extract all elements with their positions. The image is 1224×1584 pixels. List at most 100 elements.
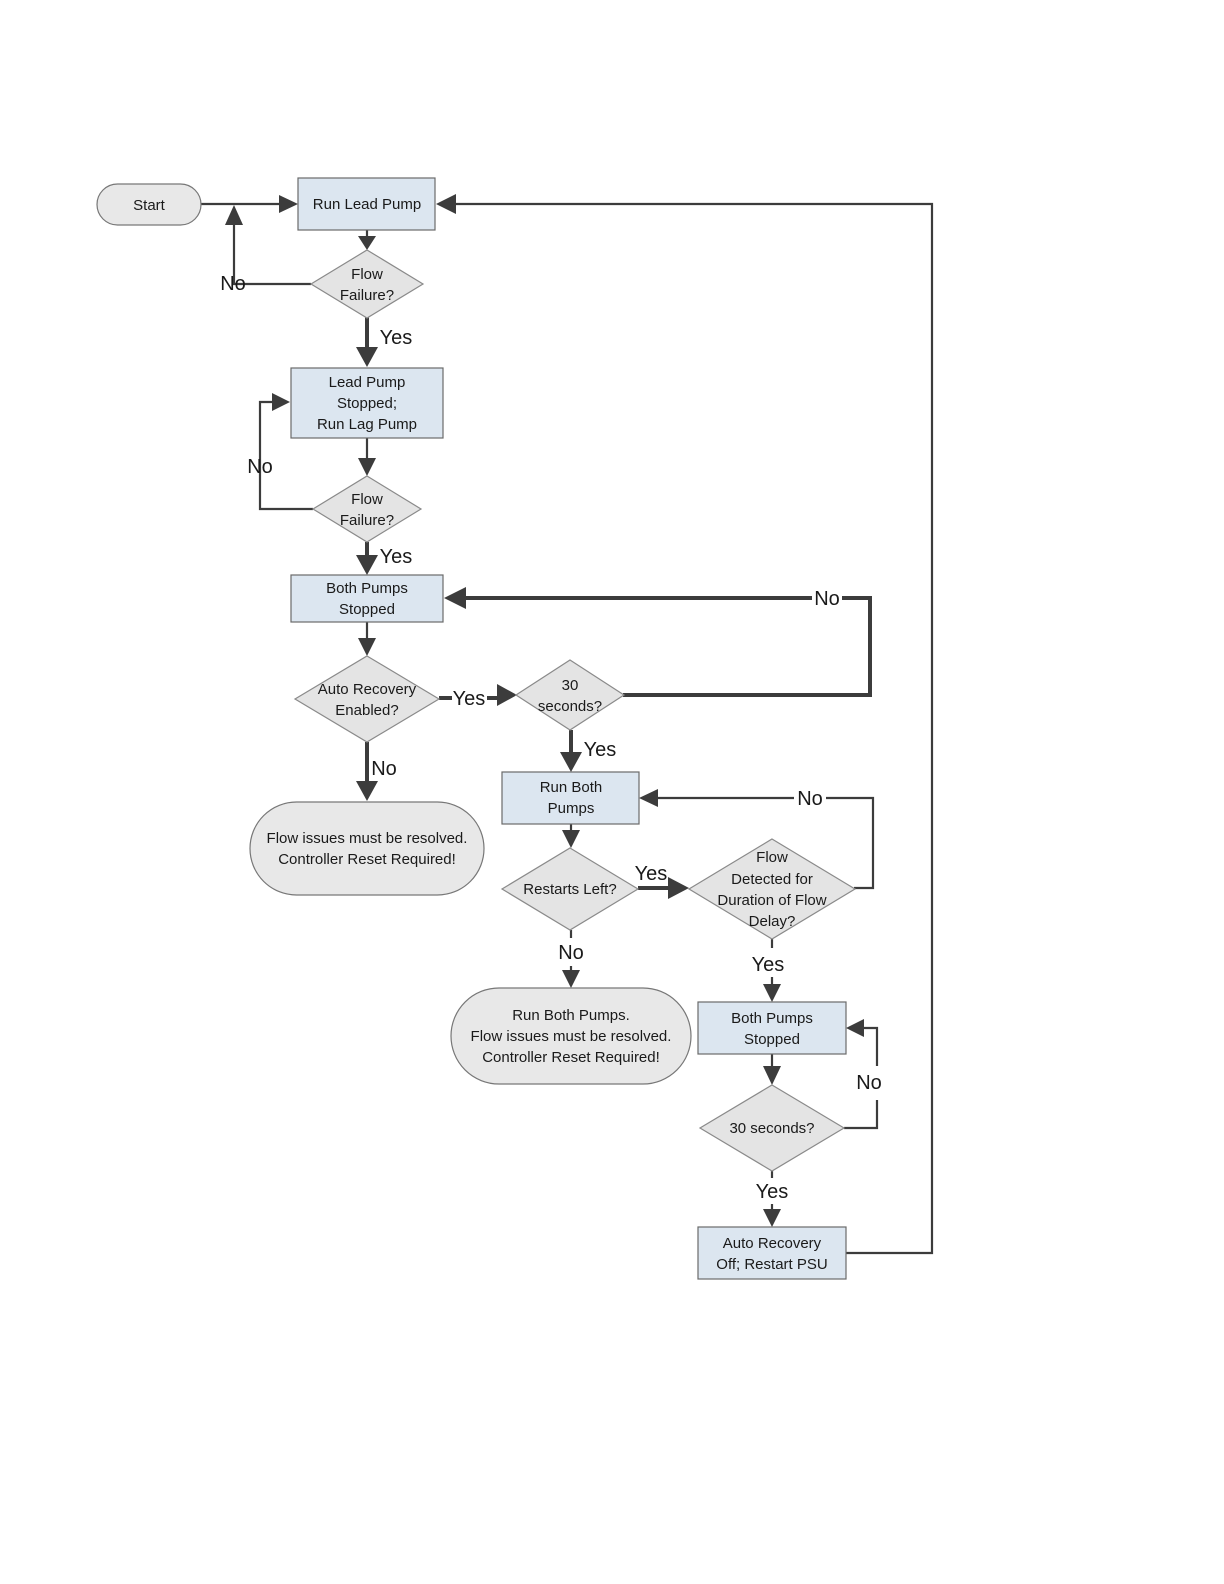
restarts-left-label: Restarts Left? — [523, 881, 616, 898]
both-pumps-stopped-1-line-1: Both Pumps — [326, 580, 408, 597]
arrowhead — [358, 236, 376, 250]
edge-label-ts2-yes: Yes — [756, 1181, 789, 1203]
restarts-left-diamond — [500, 847, 640, 931]
arrowhead — [846, 1019, 864, 1037]
node-auto-recovery-enabled: Auto Recovery Enabled? — [293, 655, 441, 743]
flow-failure-2-line-2: Failure? — [340, 512, 394, 529]
arrowhead — [225, 205, 243, 225]
flow-failure-1-line-2: Failure? — [340, 287, 394, 304]
node-flow-failure-2: Flow Failure? — [311, 475, 423, 543]
edge-label-ts1-yes: Yes — [584, 739, 617, 761]
flow-detected-line-2: Detected for — [731, 871, 813, 888]
both-pumps-stopped-1-box — [290, 574, 444, 623]
arrowhead — [763, 1209, 781, 1227]
run-both-pumps-line-2: Pumps — [548, 800, 595, 817]
run-both-pumps-box — [501, 771, 640, 825]
node-run-both-pumps: Run Both Pumps — [501, 771, 640, 825]
run-lead-pump-label: Run Lead Pump — [313, 196, 421, 213]
resolve-reset-line-2: Controller Reset Required! — [278, 851, 456, 868]
run-both-resolve-reset-line-2: Flow issues must be resolved. — [471, 1028, 672, 1045]
node-restarts-left: Restarts Left? — [500, 847, 640, 931]
flow-detected-line-3: Duration of Flow — [717, 892, 826, 909]
edge-label-fd-no: No — [797, 788, 823, 810]
run-both-resolve-reset-line-1: Run Both Pumps. — [512, 1007, 630, 1024]
edge-ts1-no — [623, 596, 872, 697]
thirty-seconds-2-diamond — [698, 1084, 846, 1172]
run-lead-pump-box — [297, 177, 436, 231]
thirty-seconds-1-line-1: 30 — [562, 677, 579, 694]
start-label: Start — [133, 197, 166, 214]
run-both-resolve-reset-terminal-shape — [450, 987, 692, 1085]
lead-stopped-run-lag-box — [290, 367, 444, 439]
arrowhead — [358, 458, 376, 476]
resolve-reset-terminal-shape — [249, 801, 485, 896]
edge-ff1-no — [232, 224, 311, 286]
auto-recovery-off-line-1: Auto Recovery — [723, 1235, 822, 1252]
edge-label-are-yes: Yes — [453, 688, 486, 710]
auto-recovery-enabled-diamond — [293, 655, 441, 743]
node-thirty-seconds-1: 30 seconds? — [514, 659, 626, 731]
edge-label-rl-yes: Yes — [635, 863, 668, 885]
node-both-pumps-stopped-2: Both Pumps Stopped — [697, 1001, 847, 1055]
arrowhead — [497, 684, 517, 706]
connectors — [201, 194, 934, 1255]
edge-label-are-no: No — [371, 758, 397, 780]
edge-label-ff1-yes: Yes — [380, 327, 413, 349]
arrowhead — [562, 830, 580, 848]
edge-auto-off-loop-back — [455, 202, 934, 1255]
edge-ts2-no-2 — [863, 1026, 879, 1066]
edge-label-ts1-no: No — [814, 588, 840, 610]
arrowhead — [356, 347, 378, 367]
flow-failure-2-line-1: Flow — [351, 491, 383, 508]
arrowhead — [560, 752, 582, 772]
arrowhead — [358, 638, 376, 656]
auto-recovery-enabled-line-2: Enabled? — [335, 702, 398, 719]
edge-ts2-no — [844, 1100, 879, 1130]
lead-stopped-line-3: Run Lag Pump — [317, 416, 417, 433]
node-resolve-reset: Flow issues must be resolved. Controller… — [249, 801, 485, 896]
arrowhead — [356, 781, 378, 801]
arrowhead — [279, 195, 298, 213]
arrowhead — [356, 555, 378, 575]
thirty-seconds-1-diamond — [514, 659, 626, 731]
node-lead-stopped-run-lag: Lead Pump Stopped; Run Lag Pump — [290, 367, 444, 439]
thirty-seconds-2-label: 30 seconds? — [729, 1120, 814, 1137]
node-thirty-seconds-2: 30 seconds? — [698, 1084, 846, 1172]
edge-label-fd-yes: Yes — [752, 954, 785, 976]
arrowhead — [562, 970, 580, 988]
edge-label-ff2-no: No — [247, 456, 273, 478]
arrowhead — [668, 877, 689, 899]
node-start: Start — [96, 183, 202, 226]
auto-recovery-enabled-line-1: Auto Recovery — [318, 681, 417, 698]
both-pumps-stopped-2-line-2: Stopped — [744, 1031, 800, 1048]
arrowhead — [639, 789, 658, 807]
edge-label-ff1-no: No — [220, 273, 246, 295]
run-both-resolve-reset-line-3: Controller Reset Required! — [482, 1049, 660, 1066]
node-run-both-resolve-reset: Run Both Pumps. Flow issues must be reso… — [450, 987, 692, 1085]
resolve-reset-line-1: Flow issues must be resolved. — [267, 830, 468, 847]
edge-labels: No Yes No Yes Yes No No Yes Yes No No Ye… — [220, 273, 882, 1203]
node-run-lead-pump: Run Lead Pump — [297, 177, 436, 231]
edge-label-ff2-yes: Yes — [380, 546, 413, 568]
flow-detected-line-4: Delay? — [749, 913, 796, 930]
node-flow-detected: Flow Detected for Duration of Flow Delay… — [687, 838, 857, 940]
arrowhead — [763, 984, 781, 1002]
node-flow-failure-1: Flow Failure? — [309, 249, 425, 319]
arrowhead — [763, 1066, 781, 1085]
both-pumps-stopped-1-line-2: Stopped — [339, 601, 395, 618]
arrowhead — [444, 587, 466, 609]
start-terminal-shape — [96, 183, 202, 226]
edge-ff2-no — [258, 400, 313, 511]
flow-failure-2-diamond — [311, 475, 423, 543]
edge-label-ts2-no: No — [856, 1072, 882, 1094]
lead-stopped-line-2: Stopped; — [337, 395, 397, 412]
node-both-pumps-stopped-1: Both Pumps Stopped — [290, 574, 444, 623]
edge-label-rl-no: No — [558, 942, 584, 964]
both-pumps-stopped-2-box — [697, 1001, 847, 1055]
lead-stopped-line-1: Lead Pump — [329, 374, 406, 391]
auto-recovery-off-box — [697, 1226, 847, 1280]
flow-detected-line-1: Flow — [756, 849, 788, 866]
flow-detected-diamond — [687, 838, 857, 940]
run-both-pumps-line-1: Run Both — [540, 779, 603, 796]
